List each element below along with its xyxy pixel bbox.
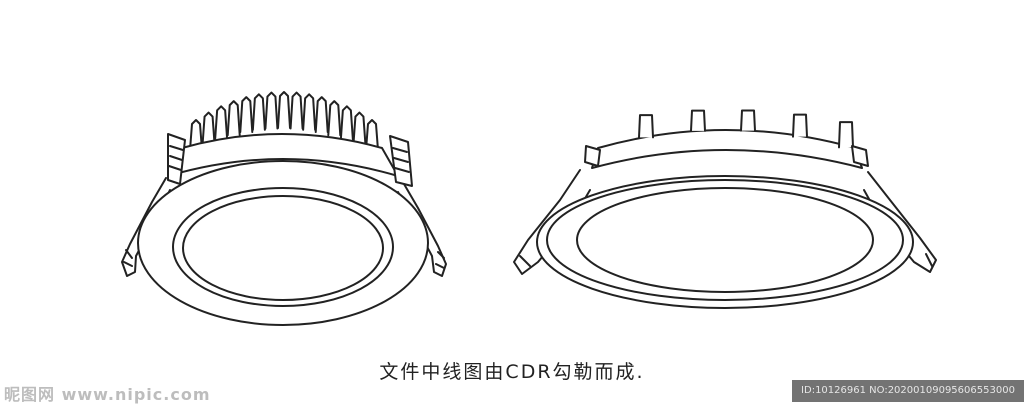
housing-tab — [740, 109, 756, 132]
watermark-left: 昵图网 www.nipic.com — [4, 385, 211, 404]
housing-tabs — [638, 109, 854, 149]
heatsink-fin — [314, 96, 329, 134]
heatsink-fin — [302, 93, 317, 131]
panel-diffuser — [576, 187, 874, 293]
heatsink-fin — [251, 93, 266, 131]
heatsink-fin — [201, 111, 216, 146]
heatsink-fin — [365, 119, 379, 151]
heatsink-fin — [339, 105, 354, 141]
housing-tab — [838, 121, 854, 149]
diffuser-lens — [182, 195, 384, 301]
heatsink-fins — [189, 91, 379, 151]
heatsink-fin — [352, 111, 367, 146]
heatsink-fin — [327, 100, 342, 137]
trim-ring-inner — [172, 187, 394, 307]
panel-ring-outer — [536, 175, 914, 309]
caption-text: 文件中线图由CDR勾勒而成. — [379, 361, 645, 383]
heatsink-fin — [226, 100, 241, 137]
slim-panel-downlight — [513, 109, 937, 309]
heatsink-fin — [189, 119, 203, 151]
housing-rim — [591, 129, 863, 169]
heatsink-fin — [239, 96, 254, 134]
heatsink-fin — [214, 105, 229, 141]
housing-tab — [690, 109, 706, 132]
panel-ring-inner — [546, 179, 904, 301]
finned-downlight — [121, 91, 447, 326]
heatsink-fin — [289, 91, 304, 130]
watermark-id: ID:10126961 NO:20200109095606553000 — [792, 380, 1024, 402]
housing-tab — [792, 113, 808, 138]
housing-tab — [638, 114, 654, 139]
heatsink-fin — [277, 91, 291, 129]
heatsink-fin — [264, 91, 279, 130]
